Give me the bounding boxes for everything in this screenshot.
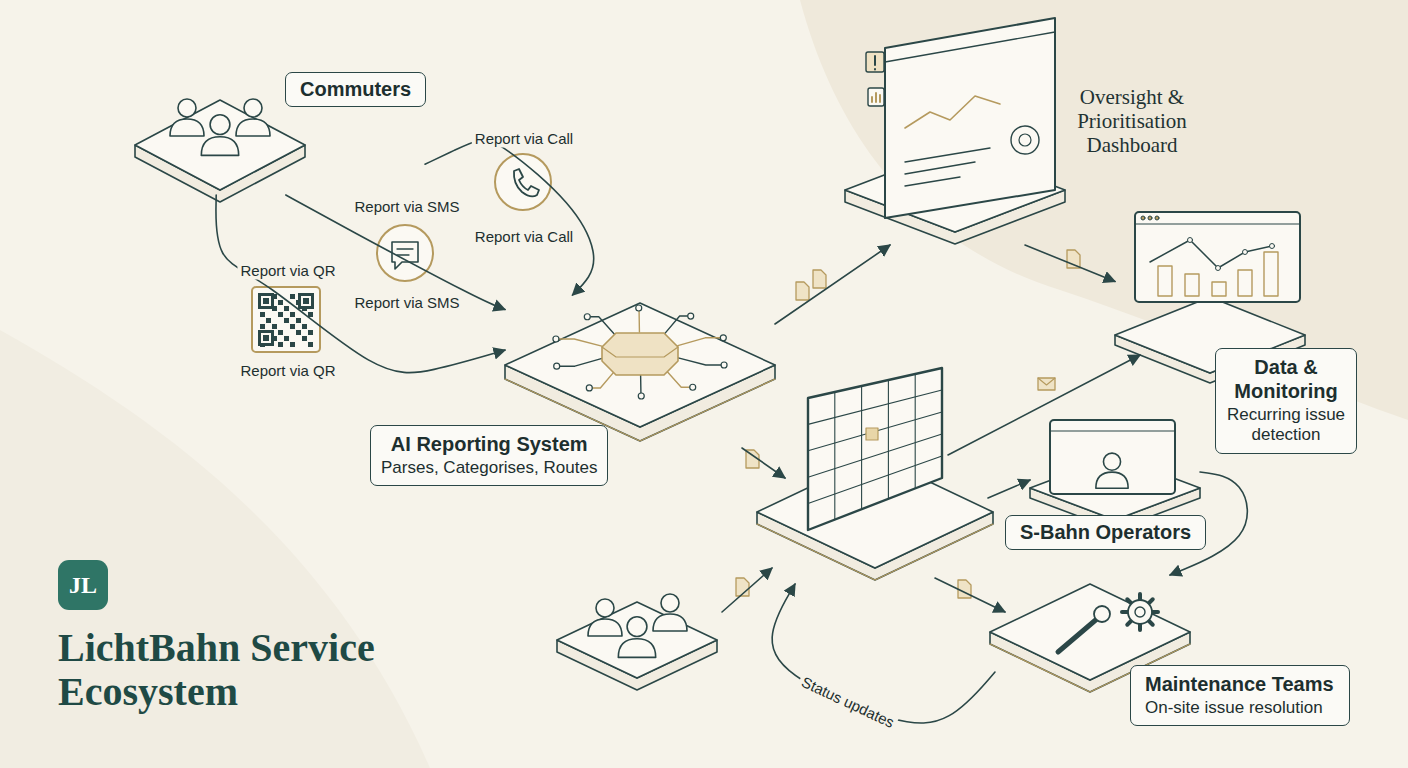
node-heading: S-Bahn Operators — [1020, 521, 1191, 544]
label-box: S-Bahn Operators — [1005, 515, 1206, 550]
sms-icon — [377, 225, 433, 281]
flow-label: Status updates — [796, 671, 900, 733]
node-heading: Data & Monitoring — [1226, 355, 1346, 403]
dashboard-screen — [866, 18, 1055, 218]
connector — [775, 245, 890, 324]
channel-label: Report via QR — [237, 361, 338, 380]
processor-chip — [553, 305, 727, 399]
label-box: AI Reporting SystemParses, Categorises, … — [370, 425, 608, 486]
network-map-screen — [808, 368, 942, 530]
document-icon — [813, 270, 826, 288]
person-icon — [1096, 453, 1128, 488]
person-icon — [201, 115, 238, 156]
operator-screen — [1050, 420, 1175, 494]
channel-label: Report via Call — [472, 129, 576, 148]
diagram-title: LichtBahn Service Ecosystem — [58, 626, 398, 714]
node-description: Parses, Categorises, Routes — [381, 458, 597, 478]
dashboard-station: Oversight & Prioritisation Dashboard — [845, 15, 1070, 245]
envelope-icon — [1038, 378, 1055, 390]
node-description: On-site issue resolution — [1145, 698, 1339, 718]
node-description: Recurring issue detection — [1226, 405, 1346, 446]
qr-code-icon — [252, 287, 320, 352]
connector — [1025, 245, 1115, 282]
background-shape — [800, 0, 1408, 420]
node-heading: Oversight & Prioritisation Dashboard — [1062, 85, 1202, 157]
channel-label: Report via Call — [472, 227, 576, 246]
connector — [216, 195, 505, 373]
actor-group: Commuters — [135, 72, 425, 195]
connector — [425, 140, 594, 295]
platform — [505, 303, 775, 441]
platform — [557, 602, 717, 690]
person-icon — [236, 99, 270, 136]
brand-logo: JL — [58, 560, 108, 610]
channel-label: Report via QR — [237, 261, 338, 280]
maintenance-station: Maintenance TeamsOn-site issue resolutio… — [990, 575, 1190, 690]
node-heading: Commuters — [300, 78, 411, 101]
label-box: Data & MonitoringRecurring issue detecti… — [1215, 348, 1357, 454]
tool-icons — [1058, 594, 1158, 652]
node-heading: Maintenance Teams — [1145, 672, 1339, 696]
flow-line — [948, 355, 1140, 455]
channel-label: Report via SMS — [351, 197, 462, 216]
node-heading: AI Reporting System — [381, 432, 597, 456]
monitoring-screen — [1135, 212, 1300, 302]
processing-hub: AI Reporting SystemParses, Categorises, … — [505, 295, 775, 440]
channel-label: Report via SMS — [351, 293, 462, 312]
flow-line — [722, 568, 772, 612]
operator-station: S-Bahn Operators — [1030, 415, 1200, 510]
document-icon — [796, 282, 809, 300]
label-box: Maintenance TeamsOn-site issue resolutio… — [1130, 665, 1350, 726]
background-shape — [0, 330, 430, 768]
flow-line — [742, 448, 785, 478]
monitoring-station: Data & MonitoringRecurring issue detecti… — [1115, 205, 1305, 375]
person-icon — [618, 617, 655, 658]
person-icon — [653, 594, 687, 631]
label-box: Commuters — [285, 72, 426, 107]
flow-line — [772, 584, 995, 723]
person-icon — [588, 599, 622, 636]
platform — [135, 100, 305, 202]
person-icon — [170, 99, 204, 136]
label-box: Oversight & Prioritisation Dashboard — [1062, 85, 1202, 157]
flow-line — [988, 480, 1030, 498]
flow-line — [935, 578, 1005, 612]
